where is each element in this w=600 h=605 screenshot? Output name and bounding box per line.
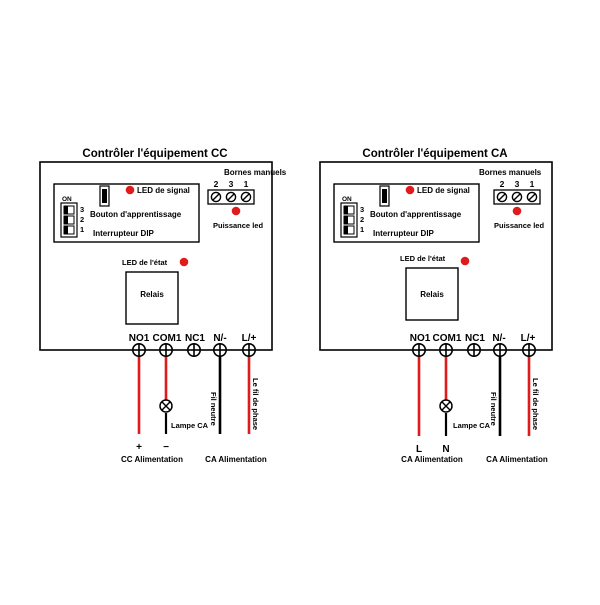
- terminal-label-com1: COM1: [153, 333, 182, 344]
- terminal-label-no1: NO1: [410, 333, 431, 344]
- phase-wire-label: Le fil de phase: [531, 378, 540, 430]
- dip-on-label: ON: [62, 196, 72, 203]
- power-led: [231, 206, 241, 216]
- lamp-label: Lampe CA: [453, 421, 491, 430]
- screw-terminal-nc1: [187, 342, 201, 358]
- dip-number: 1: [80, 225, 84, 234]
- manual-number: 3: [229, 179, 234, 189]
- panel-ac: Contrôler l'équipement CA ON 3 2 1 LED d…: [319, 148, 553, 464]
- manual-number: 1: [530, 179, 535, 189]
- terminal-label-com1: COM1: [433, 333, 462, 344]
- terminal-label-live: L/+: [521, 333, 536, 344]
- screw-terminal-no1: [132, 342, 146, 358]
- phase-wire-label: Le fil de phase: [251, 378, 260, 430]
- screw-terminal-neutral: [492, 342, 508, 358]
- screw-terminal-live: [521, 342, 537, 358]
- panel-title: Contrôler l'équipement CA: [362, 148, 507, 160]
- dip-on-label: ON: [342, 196, 352, 203]
- neutral-wire-label: Fil neutre: [209, 392, 218, 426]
- signal-led-label: LED de signal: [137, 186, 190, 195]
- manual-terminal-block: [207, 189, 255, 205]
- left-supply-label: CA Alimentation: [401, 455, 463, 464]
- dip-switch: ON 3 2 1: [340, 196, 364, 238]
- screw-terminal-nc1: [466, 342, 482, 358]
- manual-number: 2: [500, 179, 505, 189]
- dip-number: 3: [80, 205, 84, 214]
- supply-mark-plus: +: [136, 442, 142, 453]
- terminal-label-nc1: NC1: [465, 333, 485, 344]
- terminal-label-nc1: NC1: [185, 333, 205, 344]
- dip-number: 2: [80, 215, 84, 224]
- screw-terminal-no1: [411, 342, 427, 358]
- screw-terminal-neutral: [213, 342, 227, 358]
- dip-switch: ON 3 2 1: [60, 196, 84, 238]
- learn-button-label: Bouton d'apprentissage: [370, 210, 462, 219]
- manual-number: 1: [244, 179, 249, 189]
- dip-switch-label: Interrupteur DIP: [373, 229, 435, 238]
- terminal-label-live: L/+: [242, 333, 257, 344]
- lamp-icon: [439, 399, 453, 413]
- signal-led-label: LED de signal: [417, 186, 470, 195]
- relay-label: Relais: [140, 290, 164, 299]
- status-led: [460, 256, 470, 266]
- relay-label: Relais: [420, 290, 444, 299]
- manual-number: 3: [515, 179, 520, 189]
- dip-number: 2: [360, 215, 364, 224]
- learn-button[interactable]: [379, 185, 390, 207]
- right-supply-label: CA Alimentation: [486, 455, 548, 464]
- left-supply-label: CC Alimentation: [121, 455, 183, 464]
- supply-mark-minus: −: [163, 442, 169, 453]
- power-led: [512, 206, 522, 216]
- terminal-label-no1: NO1: [129, 333, 150, 344]
- status-led-label: LED de l'état: [400, 254, 446, 263]
- status-led: [179, 257, 189, 267]
- screw-terminal-live: [242, 342, 256, 358]
- panel-dc: Contrôler l'équipement CC ON 3 2 1 LED d…: [39, 148, 287, 464]
- terminal-label-neutral: N/-: [492, 333, 505, 344]
- dip-number: 3: [360, 205, 364, 214]
- lamp-label: Lampe CA: [171, 421, 209, 430]
- terminal-label-neutral: N/-: [213, 333, 226, 344]
- screw-terminal-com1: [438, 342, 454, 358]
- manual-terminal-block: [493, 189, 541, 205]
- right-supply-label: CA Alimentation: [205, 455, 267, 464]
- manual-terminals-label: Bornes manuels: [224, 168, 287, 177]
- neutral-wire-label: Fil neutre: [489, 392, 498, 426]
- relay-box: [405, 267, 459, 321]
- signal-led: [125, 185, 135, 195]
- lamp-icon: [159, 399, 173, 413]
- supply-mark-neutral: N: [442, 444, 449, 455]
- manual-terminals-label: Bornes manuels: [479, 168, 542, 177]
- relay-box: [125, 271, 179, 325]
- receiver-board: [333, 183, 480, 243]
- panel-title: Contrôler l'équipement CC: [82, 148, 227, 160]
- status-led-label: LED de l'état: [122, 258, 168, 267]
- receiver-board: [53, 183, 200, 243]
- dip-number: 1: [360, 225, 364, 234]
- power-led-label: Puissance led: [494, 221, 544, 230]
- power-led-label: Puissance led: [213, 221, 263, 230]
- learn-button[interactable]: [99, 185, 110, 207]
- dip-switch-label: Interrupteur DIP: [93, 229, 155, 238]
- supply-mark-live: L: [416, 444, 422, 455]
- screw-terminal-com1: [159, 342, 173, 358]
- manual-number: 2: [214, 179, 219, 189]
- signal-led: [405, 185, 415, 195]
- learn-button-label: Bouton d'apprentissage: [90, 210, 182, 219]
